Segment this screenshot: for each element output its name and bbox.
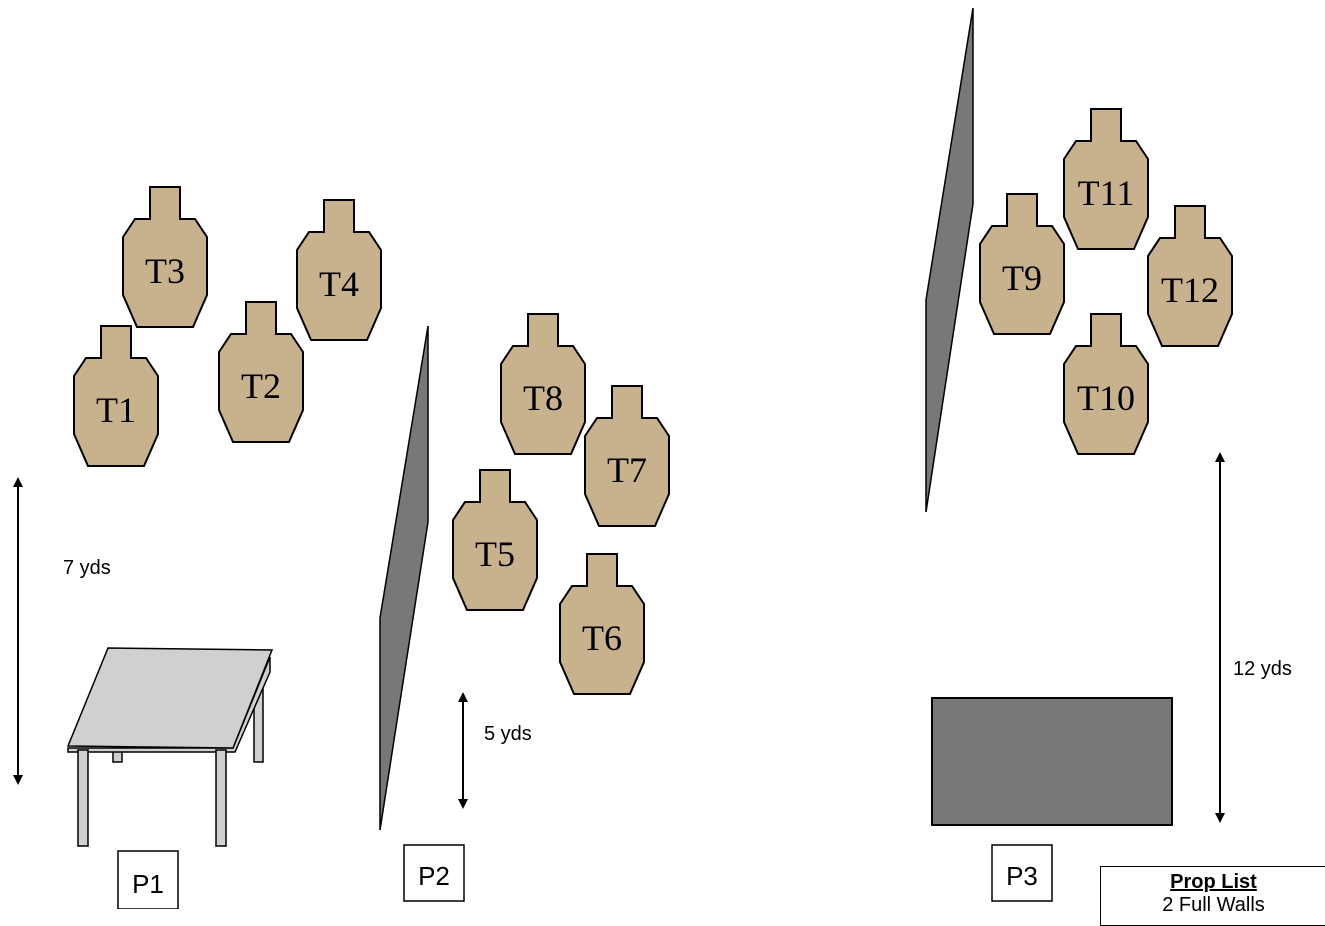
target-label: T2 bbox=[241, 366, 281, 406]
target-label: T8 bbox=[523, 378, 563, 418]
target-label: T12 bbox=[1161, 270, 1219, 310]
target-silhouette bbox=[1063, 108, 1149, 250]
distance-label-5yds: 5 yds bbox=[484, 723, 532, 745]
target-t4: T4 bbox=[296, 199, 382, 341]
target-silhouette bbox=[452, 469, 538, 611]
target-t5: T5 bbox=[452, 469, 538, 611]
target-t3: T3 bbox=[122, 186, 208, 328]
target-t1: T1 bbox=[73, 325, 159, 467]
target-label: T11 bbox=[1078, 173, 1135, 213]
target-label: T5 bbox=[475, 534, 515, 574]
target-silhouette bbox=[584, 385, 670, 527]
prop-list-title: Prop List bbox=[1170, 871, 1257, 893]
target-silhouette bbox=[559, 553, 645, 695]
wall-1 bbox=[379, 325, 429, 831]
distance-label-12yds: 12 yds bbox=[1233, 658, 1292, 680]
target-label: T7 bbox=[607, 450, 647, 490]
target-silhouette bbox=[1147, 205, 1233, 347]
position-p2: P2 bbox=[403, 844, 465, 902]
wall-2 bbox=[925, 7, 974, 513]
target-t7: T7 bbox=[584, 385, 670, 527]
target-t2: T2 bbox=[218, 301, 304, 443]
position-p1: P1 bbox=[117, 850, 179, 909]
barricade bbox=[931, 697, 1173, 826]
target-t10: T10 bbox=[1063, 313, 1149, 455]
target-silhouette bbox=[1063, 313, 1149, 455]
target-label: T4 bbox=[319, 264, 359, 304]
target-t12: T12 bbox=[1147, 205, 1233, 347]
target-t9: T9 bbox=[979, 193, 1065, 335]
target-label: T10 bbox=[1077, 378, 1135, 418]
target-silhouette bbox=[296, 199, 382, 341]
target-label: T3 bbox=[145, 251, 185, 291]
target-t11: T11 bbox=[1063, 108, 1149, 250]
target-silhouette bbox=[500, 313, 586, 455]
target-silhouette bbox=[73, 325, 159, 467]
target-t6: T6 bbox=[559, 553, 645, 695]
prop-list-item: 2 Full Walls bbox=[1162, 894, 1265, 916]
distance-label-7yds: 7 yds bbox=[63, 557, 111, 579]
target-t8: T8 bbox=[500, 313, 586, 455]
target-silhouette bbox=[122, 186, 208, 328]
target-label: T9 bbox=[1002, 258, 1042, 298]
prop-list: Prop List 2 Full Walls bbox=[1100, 866, 1325, 926]
target-label: T6 bbox=[582, 618, 622, 658]
position-p1-label: P1 bbox=[132, 869, 164, 899]
position-p2-label: P2 bbox=[418, 861, 450, 891]
target-silhouette bbox=[218, 301, 304, 443]
target-label: T1 bbox=[96, 390, 136, 430]
position-p3: P3 bbox=[991, 844, 1053, 902]
position-p3-label: P3 bbox=[1006, 861, 1038, 891]
target-silhouette bbox=[979, 193, 1065, 335]
table bbox=[66, 647, 274, 847]
